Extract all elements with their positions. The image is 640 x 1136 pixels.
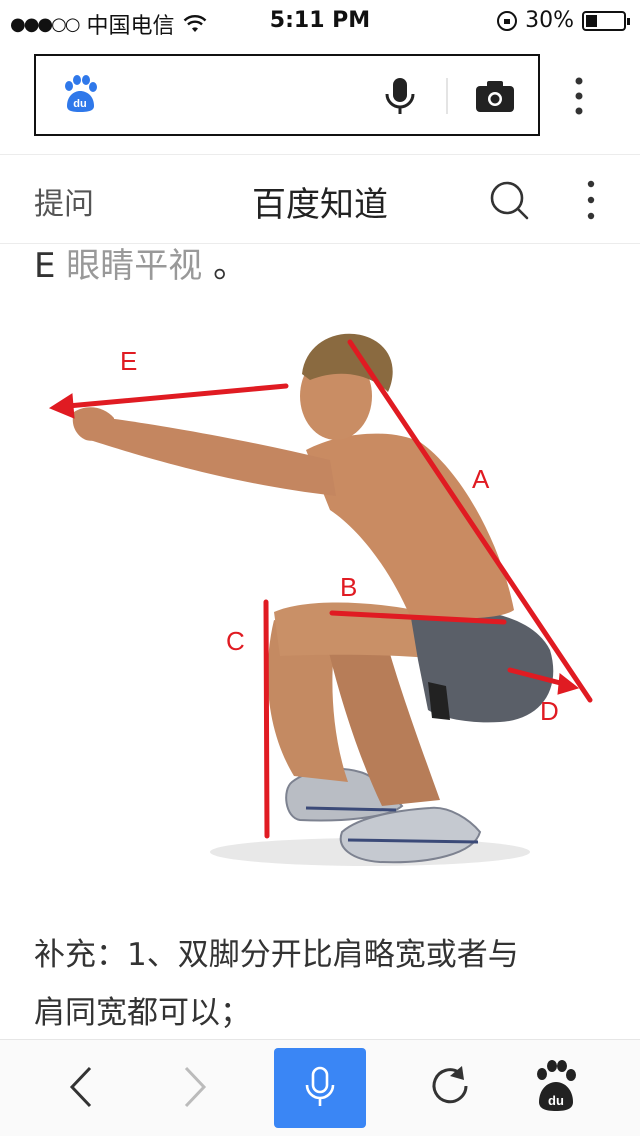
squat-illustration: E A B C D: [48, 333, 593, 866]
paragraph-line: 肩同宽都可以；: [34, 995, 251, 1031]
ask-question-link[interactable]: 提问: [34, 187, 94, 222]
answer-line: E 眼睛平视 。: [34, 238, 247, 287]
forward-arrow-icon[interactable]: [176, 1064, 212, 1110]
paragraph-line: 补充：1、双脚分开比肩略宽或者与: [34, 937, 519, 973]
microphone-icon[interactable]: [382, 76, 418, 116]
microphone-icon: [305, 1066, 335, 1106]
page-title: 百度知道: [252, 185, 388, 225]
page-header: 提问 百度知道: [0, 154, 640, 244]
camera-icon[interactable]: [474, 78, 516, 114]
answer-line-end: 。: [213, 246, 248, 286]
wifi-icon: [183, 15, 206, 32]
label-b: B: [340, 572, 357, 602]
baidu-home-text: du: [548, 1093, 564, 1108]
status-bar: ●●●○○ 中国电信 5:11 PM 30%: [0, 0, 640, 40]
answer-paragraph: 补充：1、双脚分开比肩略宽或者与 肩同宽都可以；: [34, 926, 614, 1042]
status-left: ●●●○○ 中国电信: [10, 8, 207, 40]
answer-line-text: 眼睛平视: [66, 246, 203, 286]
header-more-icon[interactable]: [586, 179, 596, 221]
label-a: A: [472, 464, 490, 494]
search-icon[interactable]: [488, 179, 530, 221]
refresh-icon[interactable]: [426, 1062, 474, 1110]
baidu-paw-logo-icon[interactable]: du: [60, 74, 100, 114]
signal-strength: ●●●○○: [10, 13, 81, 35]
answer-line-letter: E: [34, 246, 56, 286]
baidu-home-icon[interactable]: du: [532, 1058, 580, 1114]
bottom-toolbar: du: [0, 1039, 640, 1136]
battery-percent: 30%: [525, 8, 574, 33]
battery-icon: [582, 10, 630, 31]
label-d: D: [540, 696, 559, 726]
baidu-logo-text: du: [73, 98, 86, 110]
more-options-icon[interactable]: [574, 76, 584, 116]
back-arrow-icon[interactable]: [64, 1064, 100, 1110]
search-bar[interactable]: du: [34, 54, 540, 136]
clock: 5:11 PM: [269, 8, 371, 33]
rotation-lock-icon: [497, 10, 518, 31]
carrier-label: 中国电信: [86, 14, 175, 39]
label-e: E: [120, 346, 137, 376]
label-c: C: [226, 626, 245, 656]
divider: [446, 78, 448, 114]
status-right: 30%: [497, 8, 630, 33]
voice-search-button[interactable]: [274, 1048, 366, 1128]
